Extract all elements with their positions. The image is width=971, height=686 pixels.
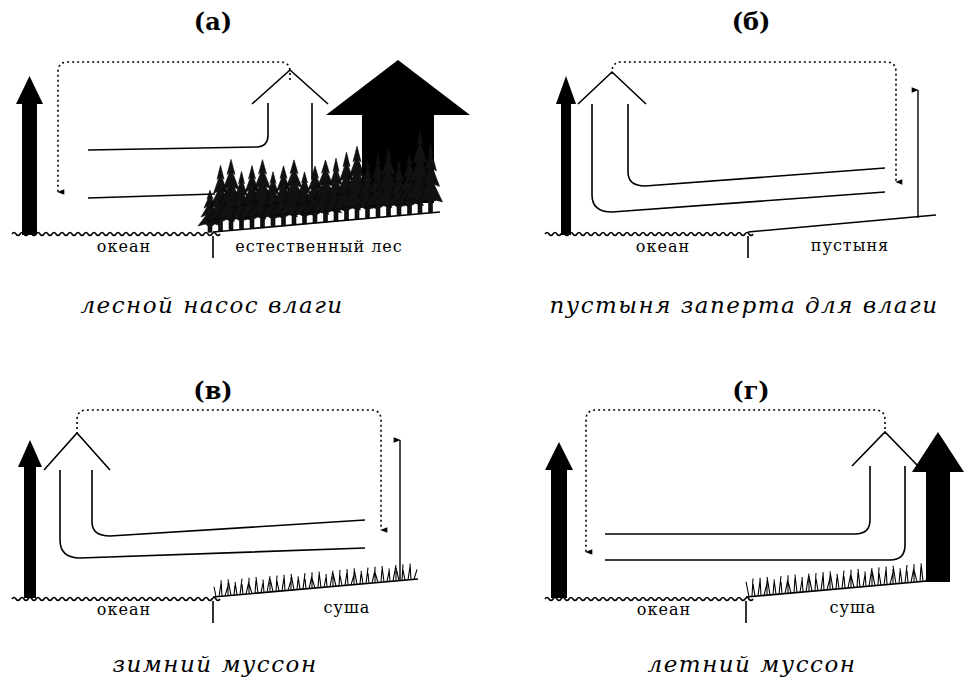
- ground-label: суша: [828, 599, 879, 617]
- panel-c-drawing: [18, 410, 418, 623]
- ground-label: океан: [635, 601, 693, 619]
- ground-label: океан: [95, 601, 153, 619]
- ground-label: океан: [95, 238, 153, 256]
- ocean-wave: [12, 598, 220, 601]
- tree: [419, 140, 443, 213]
- panel-letter: (б): [732, 9, 771, 35]
- panel-a-drawing: [16, 60, 470, 258]
- ground-label: суша: [322, 599, 373, 617]
- ground-label: естественный лес: [233, 238, 404, 256]
- panel-b-drawing: [556, 62, 936, 258]
- ground-label: океан: [634, 238, 692, 256]
- grass: [746, 562, 949, 597]
- ground-label: пустыня: [809, 237, 891, 255]
- panel-letter: (г): [732, 378, 769, 404]
- ocean-wave: [12, 233, 220, 236]
- panel-caption: зимний муссон: [112, 652, 317, 677]
- panel-letter: (в): [193, 378, 232, 404]
- ocean-wave: [545, 598, 753, 601]
- panel-d-drawing: [545, 410, 964, 623]
- panel-caption: летний муссон: [648, 652, 857, 677]
- grass: [214, 564, 417, 597]
- panel-letter: (а): [194, 9, 232, 35]
- panel-caption: пустыня заперта для влаги: [550, 293, 939, 318]
- ocean-wave: [545, 233, 753, 236]
- panel-caption: лесной насос влаги: [80, 293, 343, 318]
